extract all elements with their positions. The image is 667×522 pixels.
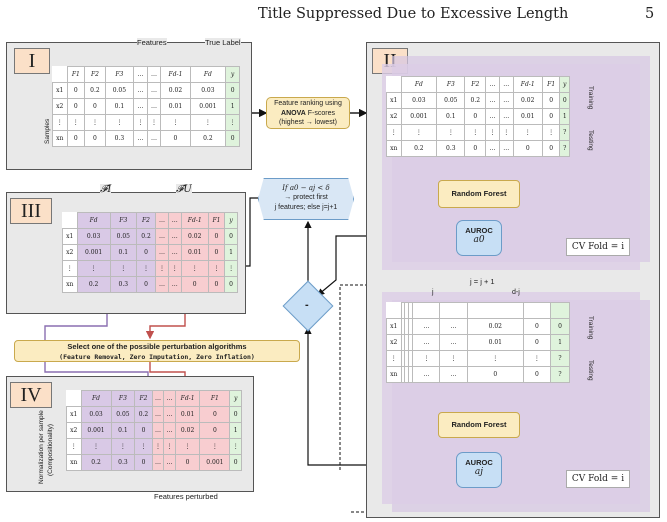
training-label: Training [587,86,594,110]
auroc-a0-box: AUROC a0 [456,220,502,256]
random-forest-bottom: Random Forest [438,412,520,438]
d-minus-j-label: d-j [512,289,520,296]
panel-i-roman: I [14,48,50,74]
j-label: j [432,289,434,296]
perturbation-box: Select one of the possible perturbation … [14,340,300,362]
page-number: 5 [645,6,655,22]
table-row: ⋮⋮⋮⋮⋮⋮⋮⋮? [386,124,570,141]
random-forest-top: Random Forest [438,180,520,208]
table-row: ⋮⋮⋮⋮⋮⋮⋮⋮⋮ [66,438,242,455]
j-increment-label: j = j + 1 [470,277,495,286]
table-row: ⋮⋮⋮⋮⋮⋮⋮⋮⋮ [62,260,238,277]
samples-label: Samples [44,118,51,144]
panel-iv-roman: IV [10,382,52,408]
testing-label: Testing [587,130,594,151]
features-label: Features [137,38,167,47]
fu-label: 𝓕U [176,184,192,195]
panel-iii-roman: III [10,198,52,224]
auroc-aj-box: AUROC aj [456,452,502,488]
feature-ranking-box: Feature ranking using ANOVA F-scores (hi… [266,97,350,129]
training-label-bottom: Training [587,316,594,340]
testing-label-bottom: Testing [587,360,594,381]
normalization-label: Normalization per sample [38,410,45,484]
table-row: ⋮⋮⋮⋮⋮⋮⋮⋮⋮ [52,114,240,131]
difference-label: - [305,299,309,311]
cv-fold-top: CV Fold = i [566,238,630,256]
features-perturbed-label: Features perturbed [154,492,218,501]
cv-fold-bottom: CV Fold = i [566,470,630,488]
true-label: True Label [205,38,241,47]
compositionality-label: (Compositionality) [47,423,54,476]
page-title: Title Suppressed Due to Excessive Length [258,6,569,22]
fi-label: 𝓕I [100,184,112,195]
table-row: ⋮⋮⋮⋮⋮? [386,350,570,367]
condition-box: If a0 − aj < δ → protect first j feature… [258,178,354,220]
